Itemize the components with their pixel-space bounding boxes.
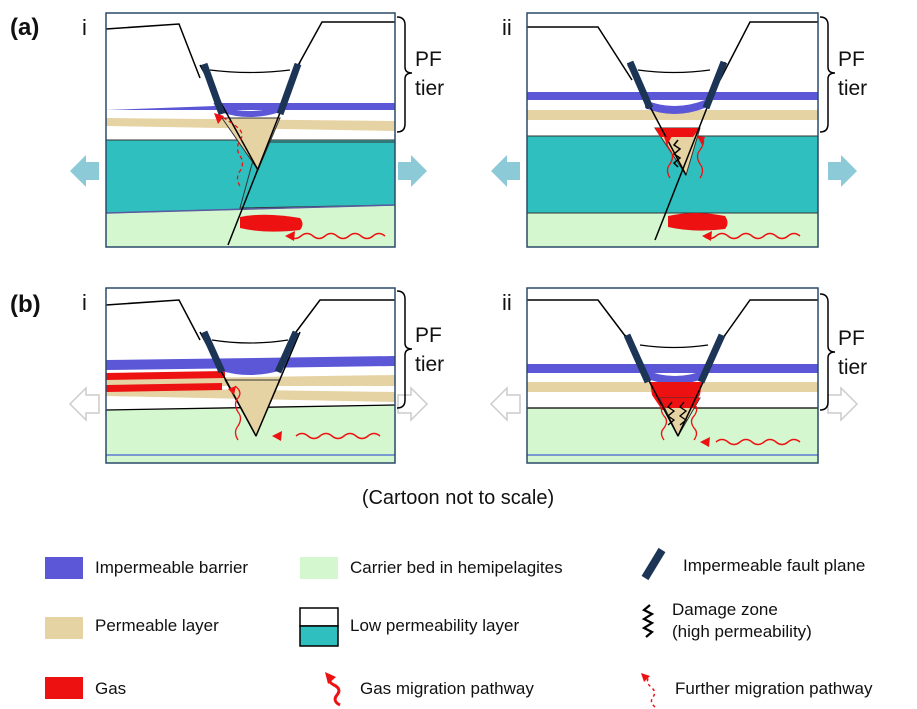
pf-tier-b-ii-line2: tier: [838, 356, 867, 379]
pf-tier-a-ii-line1: PF: [838, 48, 865, 71]
pf-tier-b-i-line2: tier: [415, 353, 444, 376]
pf-tier-b-i-line1: PF: [415, 324, 442, 347]
pf-tier-braces: [396, 16, 836, 411]
legend-swatch-carrier: [300, 557, 338, 579]
pf-tier-a-ii-line2: tier: [838, 77, 867, 100]
legend-damage-zone-line2: (high permeability): [672, 622, 812, 641]
legend-fault-plane-icon: [641, 547, 666, 581]
legend-swatch-permeable: [45, 617, 83, 639]
arrow-right-a-i: [398, 155, 427, 187]
row-b-label: (b): [10, 291, 41, 318]
pf-tier-b-ii-line1: PF: [838, 327, 865, 350]
legend-fault-plane-text: Impermeable fault plane: [683, 556, 865, 575]
legend-carrier-text: Carrier bed in hemipelagites: [350, 558, 563, 577]
arrow-left-a-ii: [491, 155, 520, 187]
arrow-right-b-ii: [827, 386, 859, 422]
arrow-right-b-i: [397, 386, 429, 422]
legend-permeable-text: Permeable layer: [95, 616, 219, 635]
legend-swatch-gas: [45, 677, 83, 699]
panel-b-i: [105, 287, 396, 464]
pf-tier-a-i-line2: tier: [415, 77, 444, 100]
arrow-left-b-i: [68, 386, 100, 422]
legend-barrier-text: Impermeable barrier: [95, 558, 248, 577]
panel-a-ii: [526, 12, 819, 248]
row-a-label: (a): [10, 14, 39, 41]
arrow-right-a-ii: [828, 155, 857, 187]
legend-damage-zone-icon: [641, 604, 655, 638]
legend-low-perm-text: Low permeability layer: [350, 616, 519, 635]
legend-gas-text: Gas: [95, 679, 126, 698]
legend-swatch-barrier: [45, 557, 83, 579]
arrow-left-a-i: [70, 155, 99, 187]
legend-gas-migration-text: Gas migration pathway: [360, 679, 534, 698]
pf-tier-a-i-line1: PF: [415, 48, 442, 71]
brace-b-i: [396, 290, 413, 409]
brace-a-ii: [819, 16, 836, 133]
panel-b-i-label: i: [82, 290, 87, 315]
legend-further-migration-text: Further migration pathway: [675, 679, 873, 698]
panel-a-ii-label: ii: [502, 15, 512, 40]
panel-b-ii: [526, 287, 819, 464]
legend: Impermeable barrier Permeable layer Gas …: [45, 547, 873, 708]
extension-arrows-b: [68, 386, 859, 422]
panel-a-i: [105, 12, 396, 248]
caption: (Cartoon not to scale): [362, 487, 554, 509]
legend-swatch-low-perm-bottom: [299, 625, 339, 647]
arrow-left-b-ii: [489, 386, 521, 422]
panel-a-i-label: i: [82, 15, 87, 40]
panel-b-ii-label: ii: [502, 290, 512, 315]
brace-b-ii: [819, 293, 836, 411]
legend-swatch-low-perm-top: [299, 607, 339, 627]
extension-arrows-a: [70, 155, 857, 187]
brace-a-i: [396, 16, 413, 133]
legend-damage-zone-line1: Damage zone: [672, 600, 778, 619]
legend-further-migration-icon: [646, 676, 656, 708]
